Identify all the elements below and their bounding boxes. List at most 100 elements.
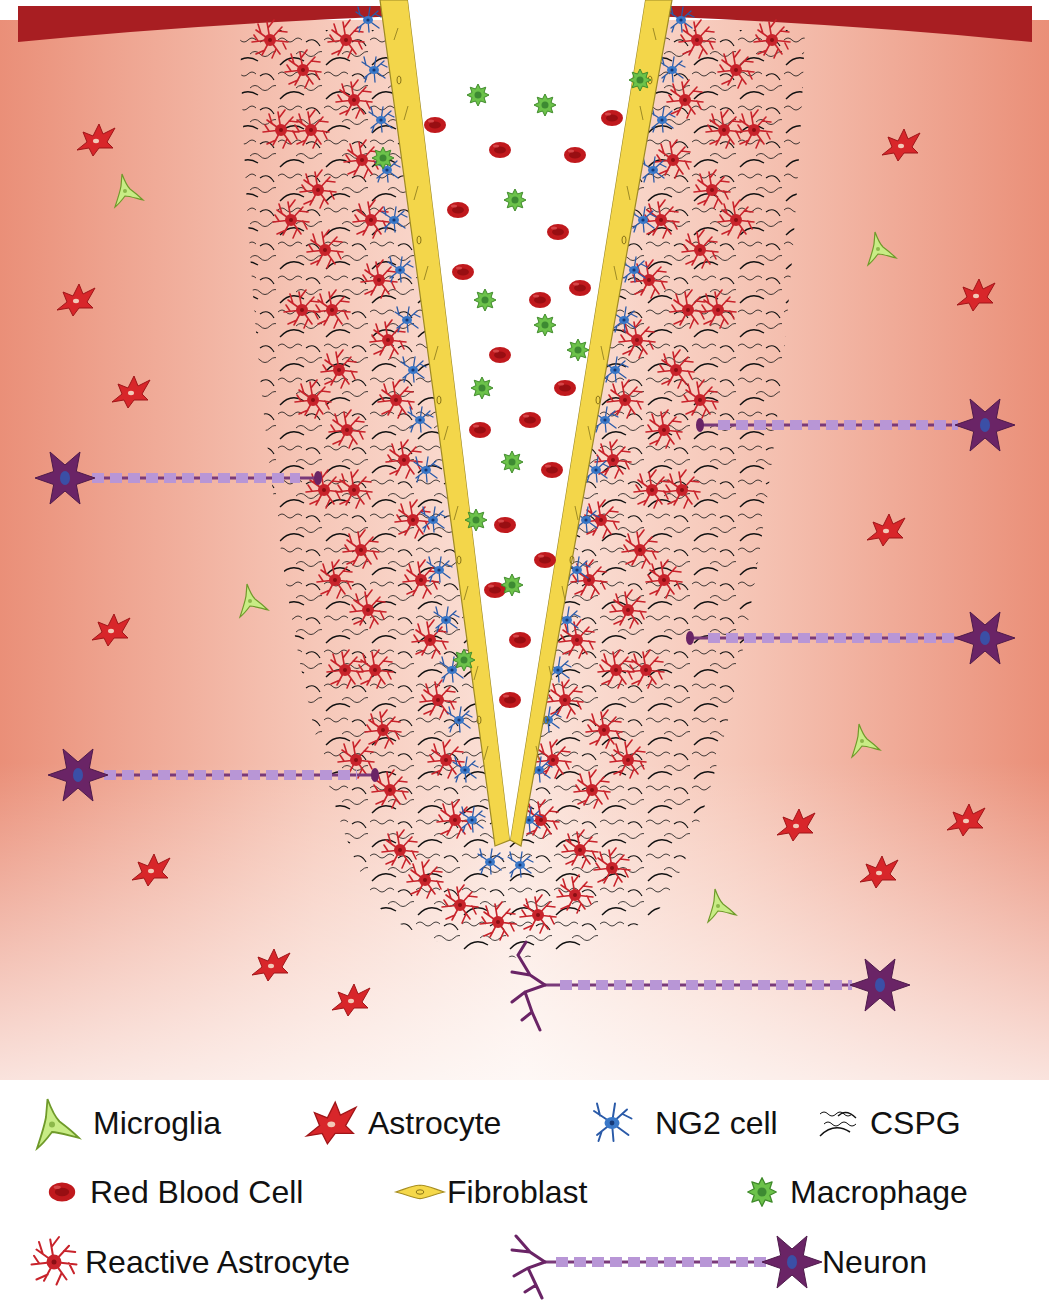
red-blood-cell <box>529 292 551 308</box>
reactive-astrocyte <box>754 20 790 58</box>
legend-label: Astrocyte <box>368 1107 501 1139</box>
legend-icon <box>556 1257 770 1267</box>
neuron <box>512 942 545 1030</box>
reactive-astrocyte <box>321 350 357 388</box>
reactive-astrocyte <box>667 80 703 118</box>
reactive-astrocyte <box>336 80 372 118</box>
reactive-astrocyte <box>700 290 736 328</box>
macrophage <box>567 339 589 361</box>
neuron <box>708 633 958 643</box>
neuron <box>696 418 704 432</box>
red-blood-cell <box>569 280 591 296</box>
legend-label: Red Blood Cell <box>90 1176 303 1208</box>
red-blood-cell <box>424 117 446 133</box>
macrophage <box>534 94 556 116</box>
fibroblast-layer <box>596 396 600 404</box>
fibroblast-layer <box>437 396 441 404</box>
reactive-astrocyte <box>718 50 754 88</box>
ng2-cell <box>447 707 472 732</box>
microglia <box>115 174 896 922</box>
microglia <box>868 232 896 265</box>
neuron <box>88 477 318 480</box>
reactive-astrocyte <box>607 380 643 418</box>
reactive-astrocyte <box>574 770 610 808</box>
neuron <box>92 473 300 483</box>
macrophage <box>453 649 475 671</box>
reactive-astrocyte <box>353 200 389 238</box>
reactive-astrocyte <box>679 20 715 58</box>
neuron <box>545 984 858 987</box>
ng2-cell <box>369 107 394 132</box>
reactive-astrocyte <box>718 200 754 238</box>
astrocyte <box>77 124 115 156</box>
neuron <box>371 768 379 782</box>
fibroblast-layer <box>457 556 461 564</box>
legend-label: Macrophage <box>790 1176 968 1208</box>
neuron <box>718 420 958 430</box>
neuron <box>48 749 108 801</box>
red-blood-cell <box>489 347 511 363</box>
reactive-astrocyte <box>273 200 309 238</box>
microglia <box>708 889 736 922</box>
legend-label: CSPG <box>870 1107 961 1139</box>
red-blood-cell <box>534 552 556 568</box>
reactive-astrocyte <box>350 590 386 628</box>
ng2-cell <box>408 407 433 432</box>
legend-icon <box>820 1128 850 1136</box>
macrophage <box>372 147 394 169</box>
reactive-astrocyte <box>594 848 630 886</box>
neuron <box>700 424 962 427</box>
reactive-astrocyte <box>559 620 595 658</box>
reactive-astrocyte <box>643 200 679 238</box>
reactive-astrocyte <box>284 290 320 328</box>
astrocyte <box>112 376 150 408</box>
fibroblast-layer <box>397 76 401 84</box>
microglia <box>115 174 143 207</box>
ng2-cell <box>460 807 485 832</box>
astrocyte <box>957 279 995 311</box>
legend-icon <box>32 1099 857 1298</box>
legend-label: Reactive Astrocyte <box>85 1246 350 1278</box>
fibroblast-layer <box>570 556 574 564</box>
legend-label: Fibroblast <box>447 1176 588 1208</box>
macrophage <box>474 289 496 311</box>
legend-icon <box>396 1185 444 1198</box>
astrocyte <box>92 614 130 646</box>
astrocyte <box>57 124 995 1016</box>
red-blood-cell <box>554 380 576 396</box>
neuron <box>690 637 962 640</box>
reactive-astrocyte <box>658 350 694 388</box>
red-blood-cell <box>499 692 521 708</box>
legend-label: NG2 cell <box>655 1107 778 1139</box>
ng2-cell <box>650 107 675 132</box>
reactive-astrocyte <box>327 650 363 688</box>
macrophage <box>501 574 523 596</box>
reactive-astrocyte <box>336 470 372 508</box>
neuron <box>955 612 1015 664</box>
ng2-cell <box>669 7 694 32</box>
ng2-cell <box>421 507 446 532</box>
fibroblast-layer <box>380 0 672 846</box>
reactive-astrocyte <box>412 620 448 658</box>
red-blood-cell <box>424 110 623 708</box>
red-blood-cell <box>541 462 563 478</box>
astrocyte <box>867 514 905 546</box>
neuron <box>35 452 95 504</box>
legend-icon <box>307 1102 356 1144</box>
macrophage <box>504 189 526 211</box>
reactive-astrocyte <box>586 710 622 748</box>
reactive-astrocyte <box>357 650 393 688</box>
fibroblast-layer <box>477 716 481 724</box>
reactive-astrocyte <box>328 20 364 58</box>
ng2-cell <box>395 307 420 332</box>
reactive-astrocyte <box>365 710 401 748</box>
reactive-astrocyte <box>664 470 700 508</box>
legend-icon <box>512 1236 545 1298</box>
reactive-astrocyte <box>382 830 418 868</box>
neuron <box>314 471 322 485</box>
legend-label: Neuron <box>822 1246 927 1278</box>
lesion-cavity <box>408 0 645 840</box>
reactive-astrocyte <box>306 470 342 508</box>
